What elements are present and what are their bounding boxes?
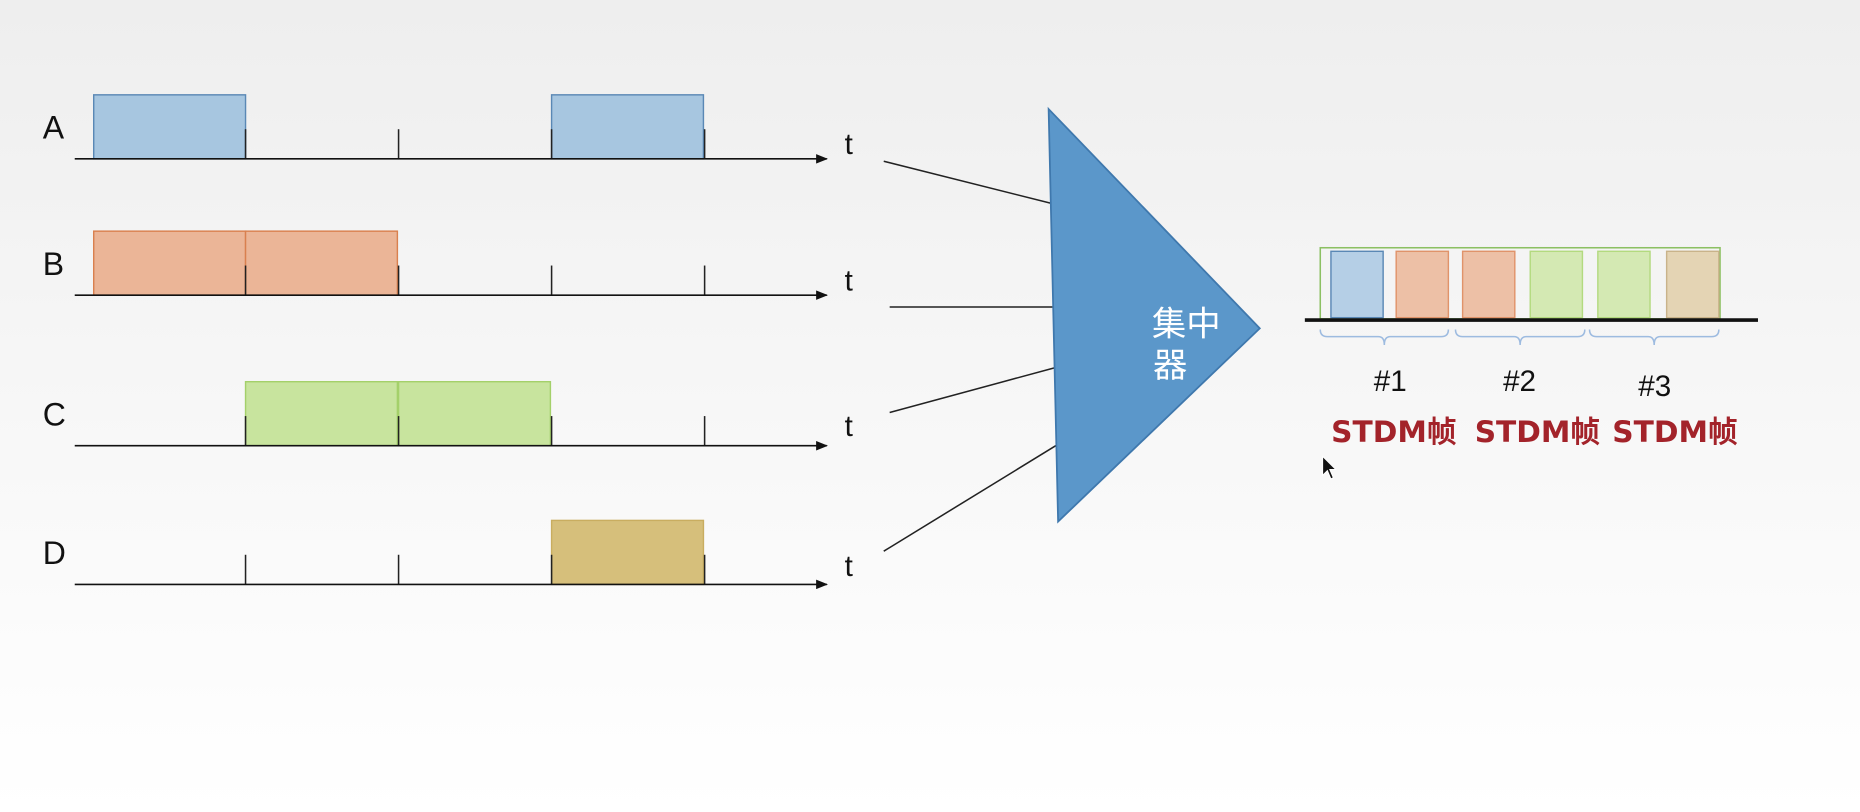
frame-unit-a — [1330, 250, 1384, 319]
axis-label-t: t — [845, 410, 854, 443]
frame-unit-b — [1395, 250, 1450, 319]
frame-label: STDM帧 — [1331, 414, 1456, 449]
brace — [1454, 329, 1586, 345]
axis-label-t: t — [845, 128, 854, 161]
frame-label: STDM帧 — [1475, 414, 1600, 449]
frame-label: STDM帧 — [1612, 414, 1737, 449]
frame-unit-d — [1665, 250, 1720, 319]
channel-label: D — [43, 535, 66, 571]
concentrator: 集中 器 — [1047, 106, 1262, 524]
axis-label-t: t — [845, 550, 854, 583]
time-slot-block — [550, 519, 705, 586]
frame-number: #2 — [1503, 365, 1536, 398]
axis-label-t: t — [845, 264, 854, 297]
time-slot-block — [93, 94, 247, 160]
channel-label: A — [43, 110, 65, 146]
input-lines — [883, 160, 1057, 552]
brace — [1319, 329, 1450, 345]
frame-number: #3 — [1638, 370, 1671, 403]
time-slot-block — [244, 230, 399, 296]
time-slot-block — [93, 230, 247, 296]
concentrator-label-1: 集中 — [1152, 304, 1221, 344]
frame-unit-c — [1597, 250, 1651, 319]
time-slot-block — [397, 380, 552, 447]
concentrator-label-2: 器 — [1153, 346, 1187, 386]
brace — [1588, 329, 1720, 345]
time-slot-block — [244, 380, 399, 447]
channel-label: C — [43, 397, 66, 433]
frame-unit-b — [1461, 250, 1516, 319]
frame-unit-c — [1529, 250, 1584, 319]
frame-number: #1 — [1374, 365, 1407, 398]
cursor-icon — [1322, 455, 1337, 480]
channel-label: B — [43, 246, 64, 282]
time-slot-block — [550, 94, 705, 160]
